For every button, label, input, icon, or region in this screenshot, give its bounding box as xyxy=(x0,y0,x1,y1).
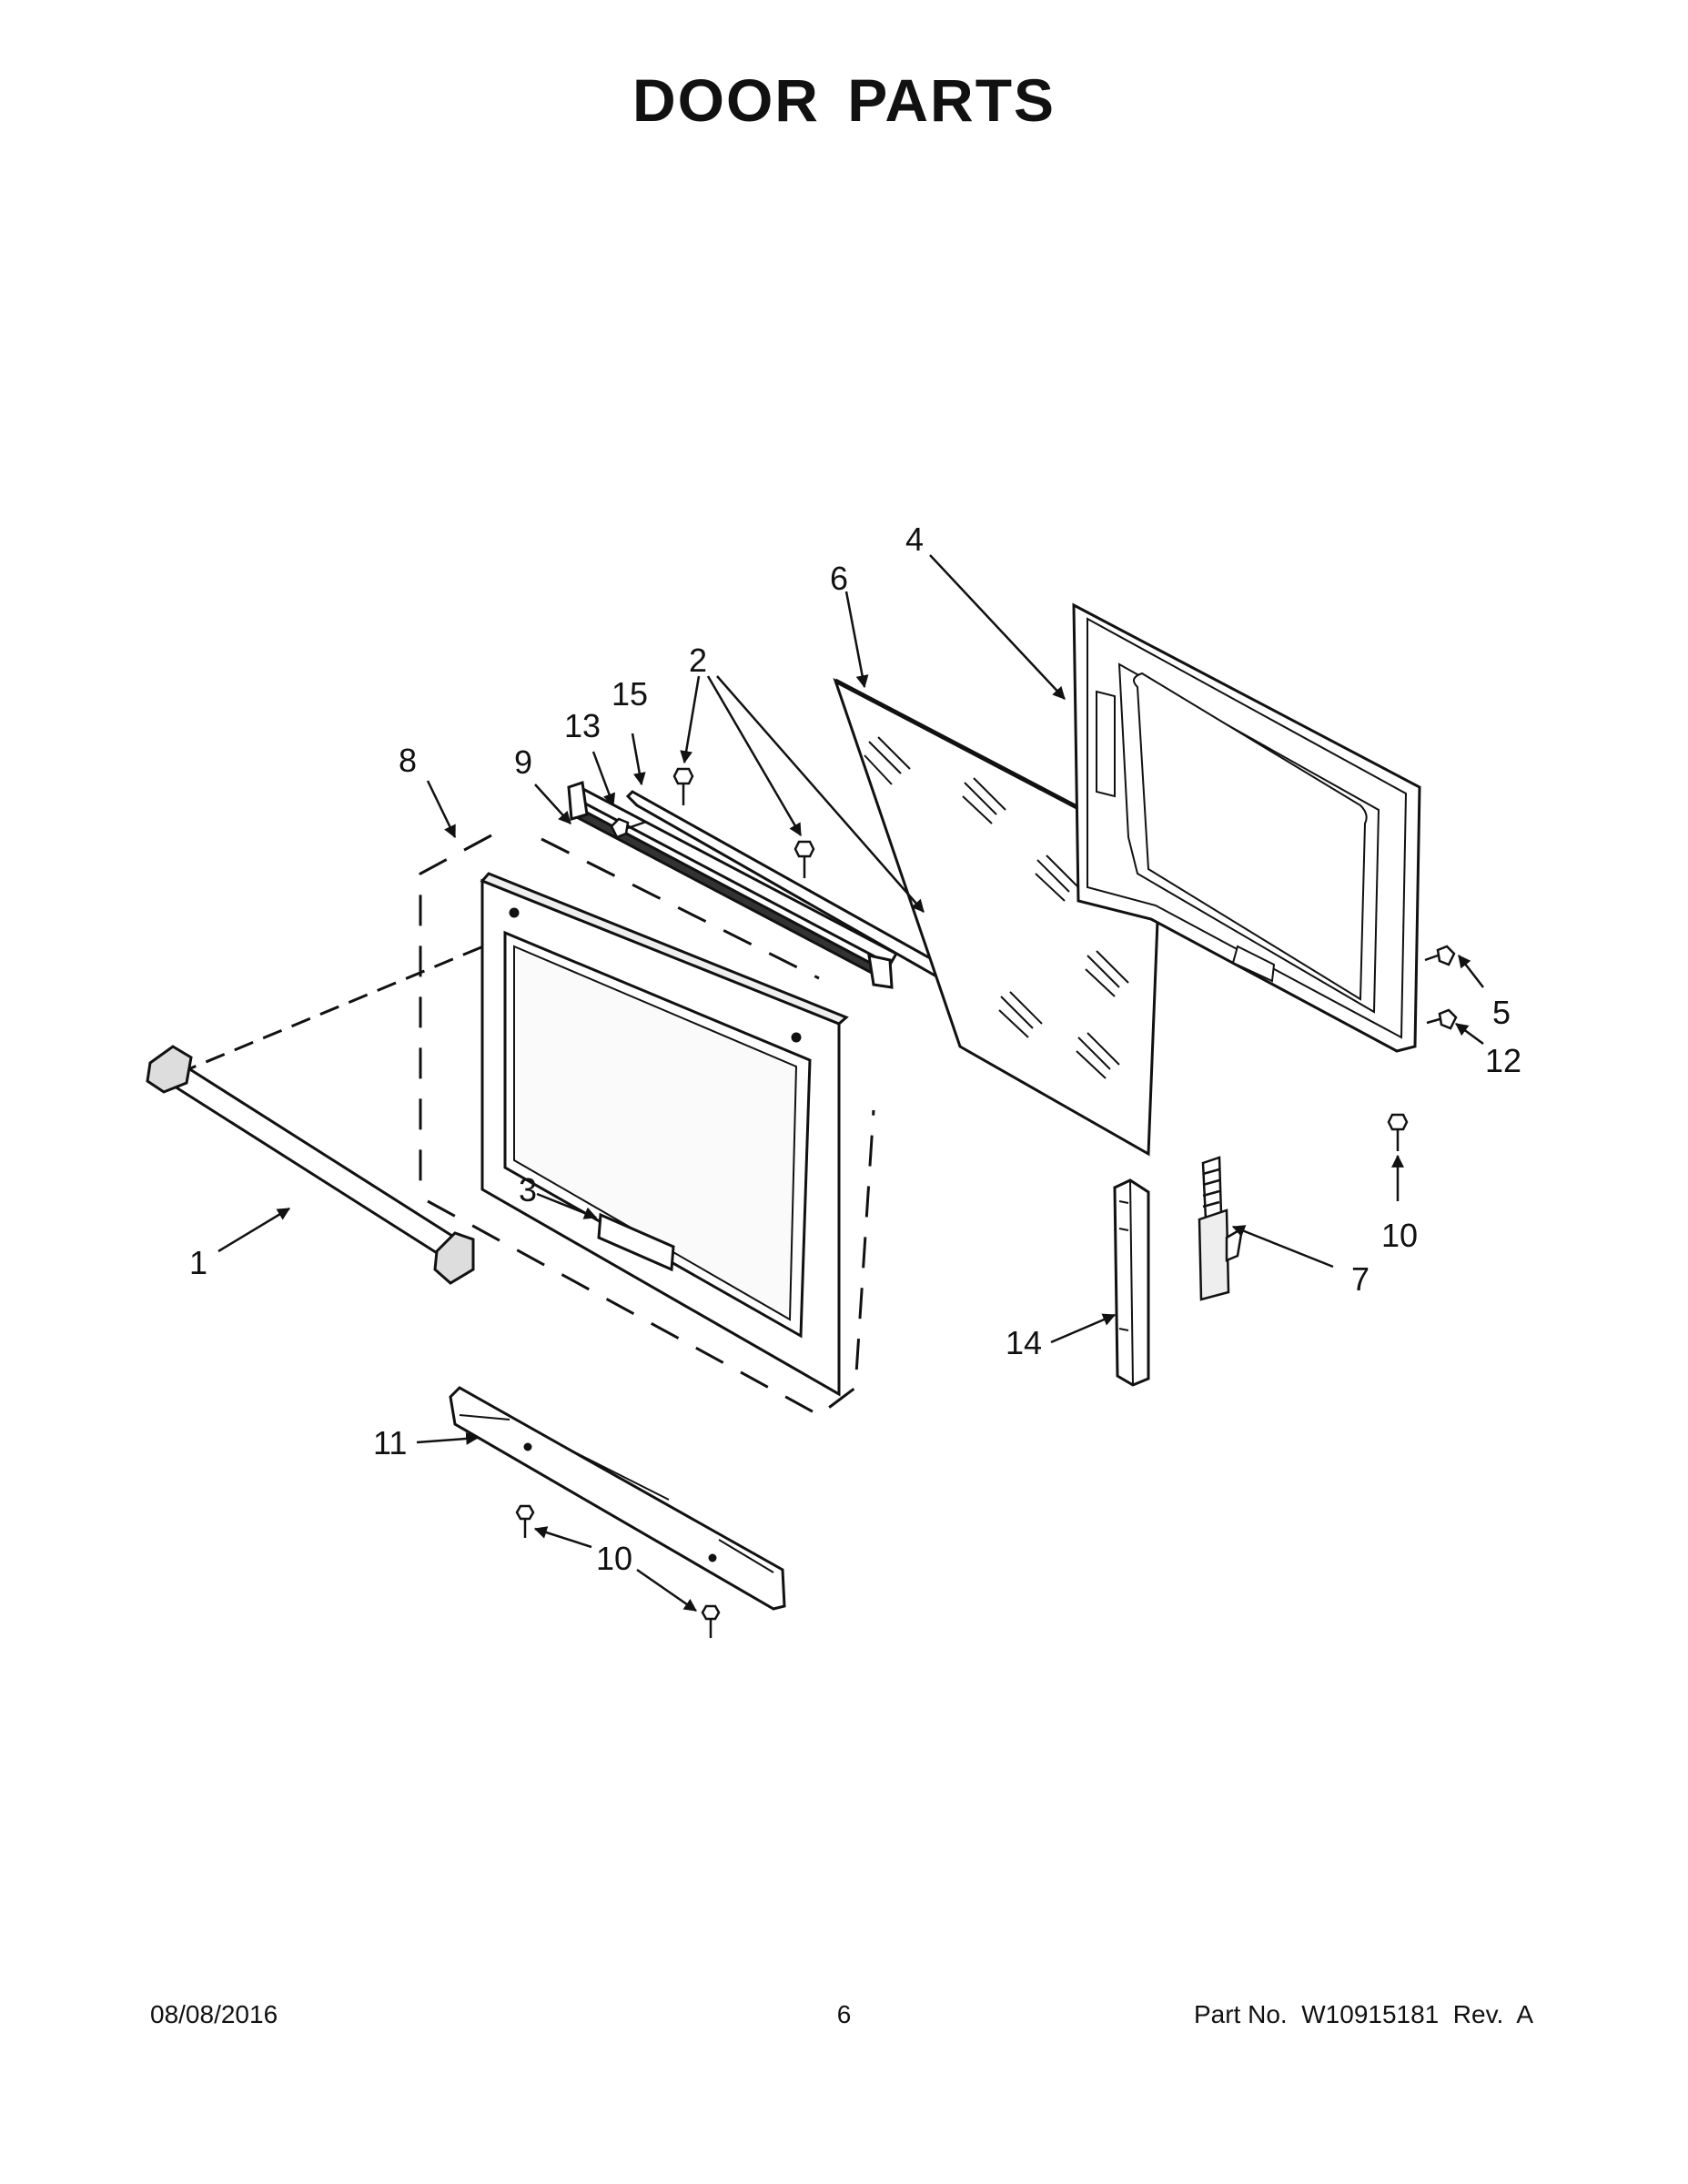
callout-12: 12 xyxy=(1485,1042,1521,1079)
screw-icon-5 xyxy=(1424,945,1456,966)
screw-icon-12 xyxy=(1426,1008,1458,1030)
screw-icon-10-bottom-a xyxy=(515,1504,535,1538)
callout-8: 8 xyxy=(399,742,417,779)
callout-5: 5 xyxy=(1492,994,1511,1031)
page-title: DOOR PARTS xyxy=(632,66,1056,134)
callout-labels: 1 2 3 4 5 6 7 8 9 10 10 11 12 13 14 15 xyxy=(189,521,1521,1577)
callout-6: 6 xyxy=(830,560,848,597)
door-channel-part xyxy=(567,781,899,989)
callout-1: 1 xyxy=(189,1244,207,1281)
callout-10-bottom: 10 xyxy=(596,1540,632,1577)
callout-7: 7 xyxy=(1351,1260,1370,1298)
screw-icon-10-top xyxy=(1387,1113,1409,1151)
hinge-trim-part xyxy=(1113,1178,1150,1387)
door-glass-part xyxy=(833,677,1162,1157)
screw-icon-10-bottom-b xyxy=(701,1604,721,1638)
callout-3: 3 xyxy=(519,1171,537,1208)
door-handle-part xyxy=(146,934,510,1285)
inner-door-frame-part xyxy=(1072,602,1421,1053)
screw-icon-2a xyxy=(672,767,694,805)
footer-date: 08/08/2016 xyxy=(150,2000,278,2028)
callout-10-right: 10 xyxy=(1381,1217,1418,1254)
bottom-trim-part xyxy=(449,1386,786,1611)
callout-14: 14 xyxy=(1006,1324,1042,1361)
assembly-outline xyxy=(419,834,875,1417)
screw-icon-13 xyxy=(610,817,647,839)
footer-part-number: Part No. W10915181 Rev. A xyxy=(1193,2000,1533,2028)
screw-icon-2b xyxy=(793,840,815,878)
footer-page-number: 6 xyxy=(836,2000,852,2028)
outer-door-panel-part xyxy=(480,872,849,1397)
callout-9: 9 xyxy=(514,743,532,781)
callout-2: 2 xyxy=(689,642,707,679)
callout-15: 15 xyxy=(612,675,648,713)
callout-leaders xyxy=(217,554,1484,1613)
callout-11: 11 xyxy=(373,1424,407,1461)
callout-4: 4 xyxy=(905,521,924,558)
callout-13: 13 xyxy=(564,707,601,744)
